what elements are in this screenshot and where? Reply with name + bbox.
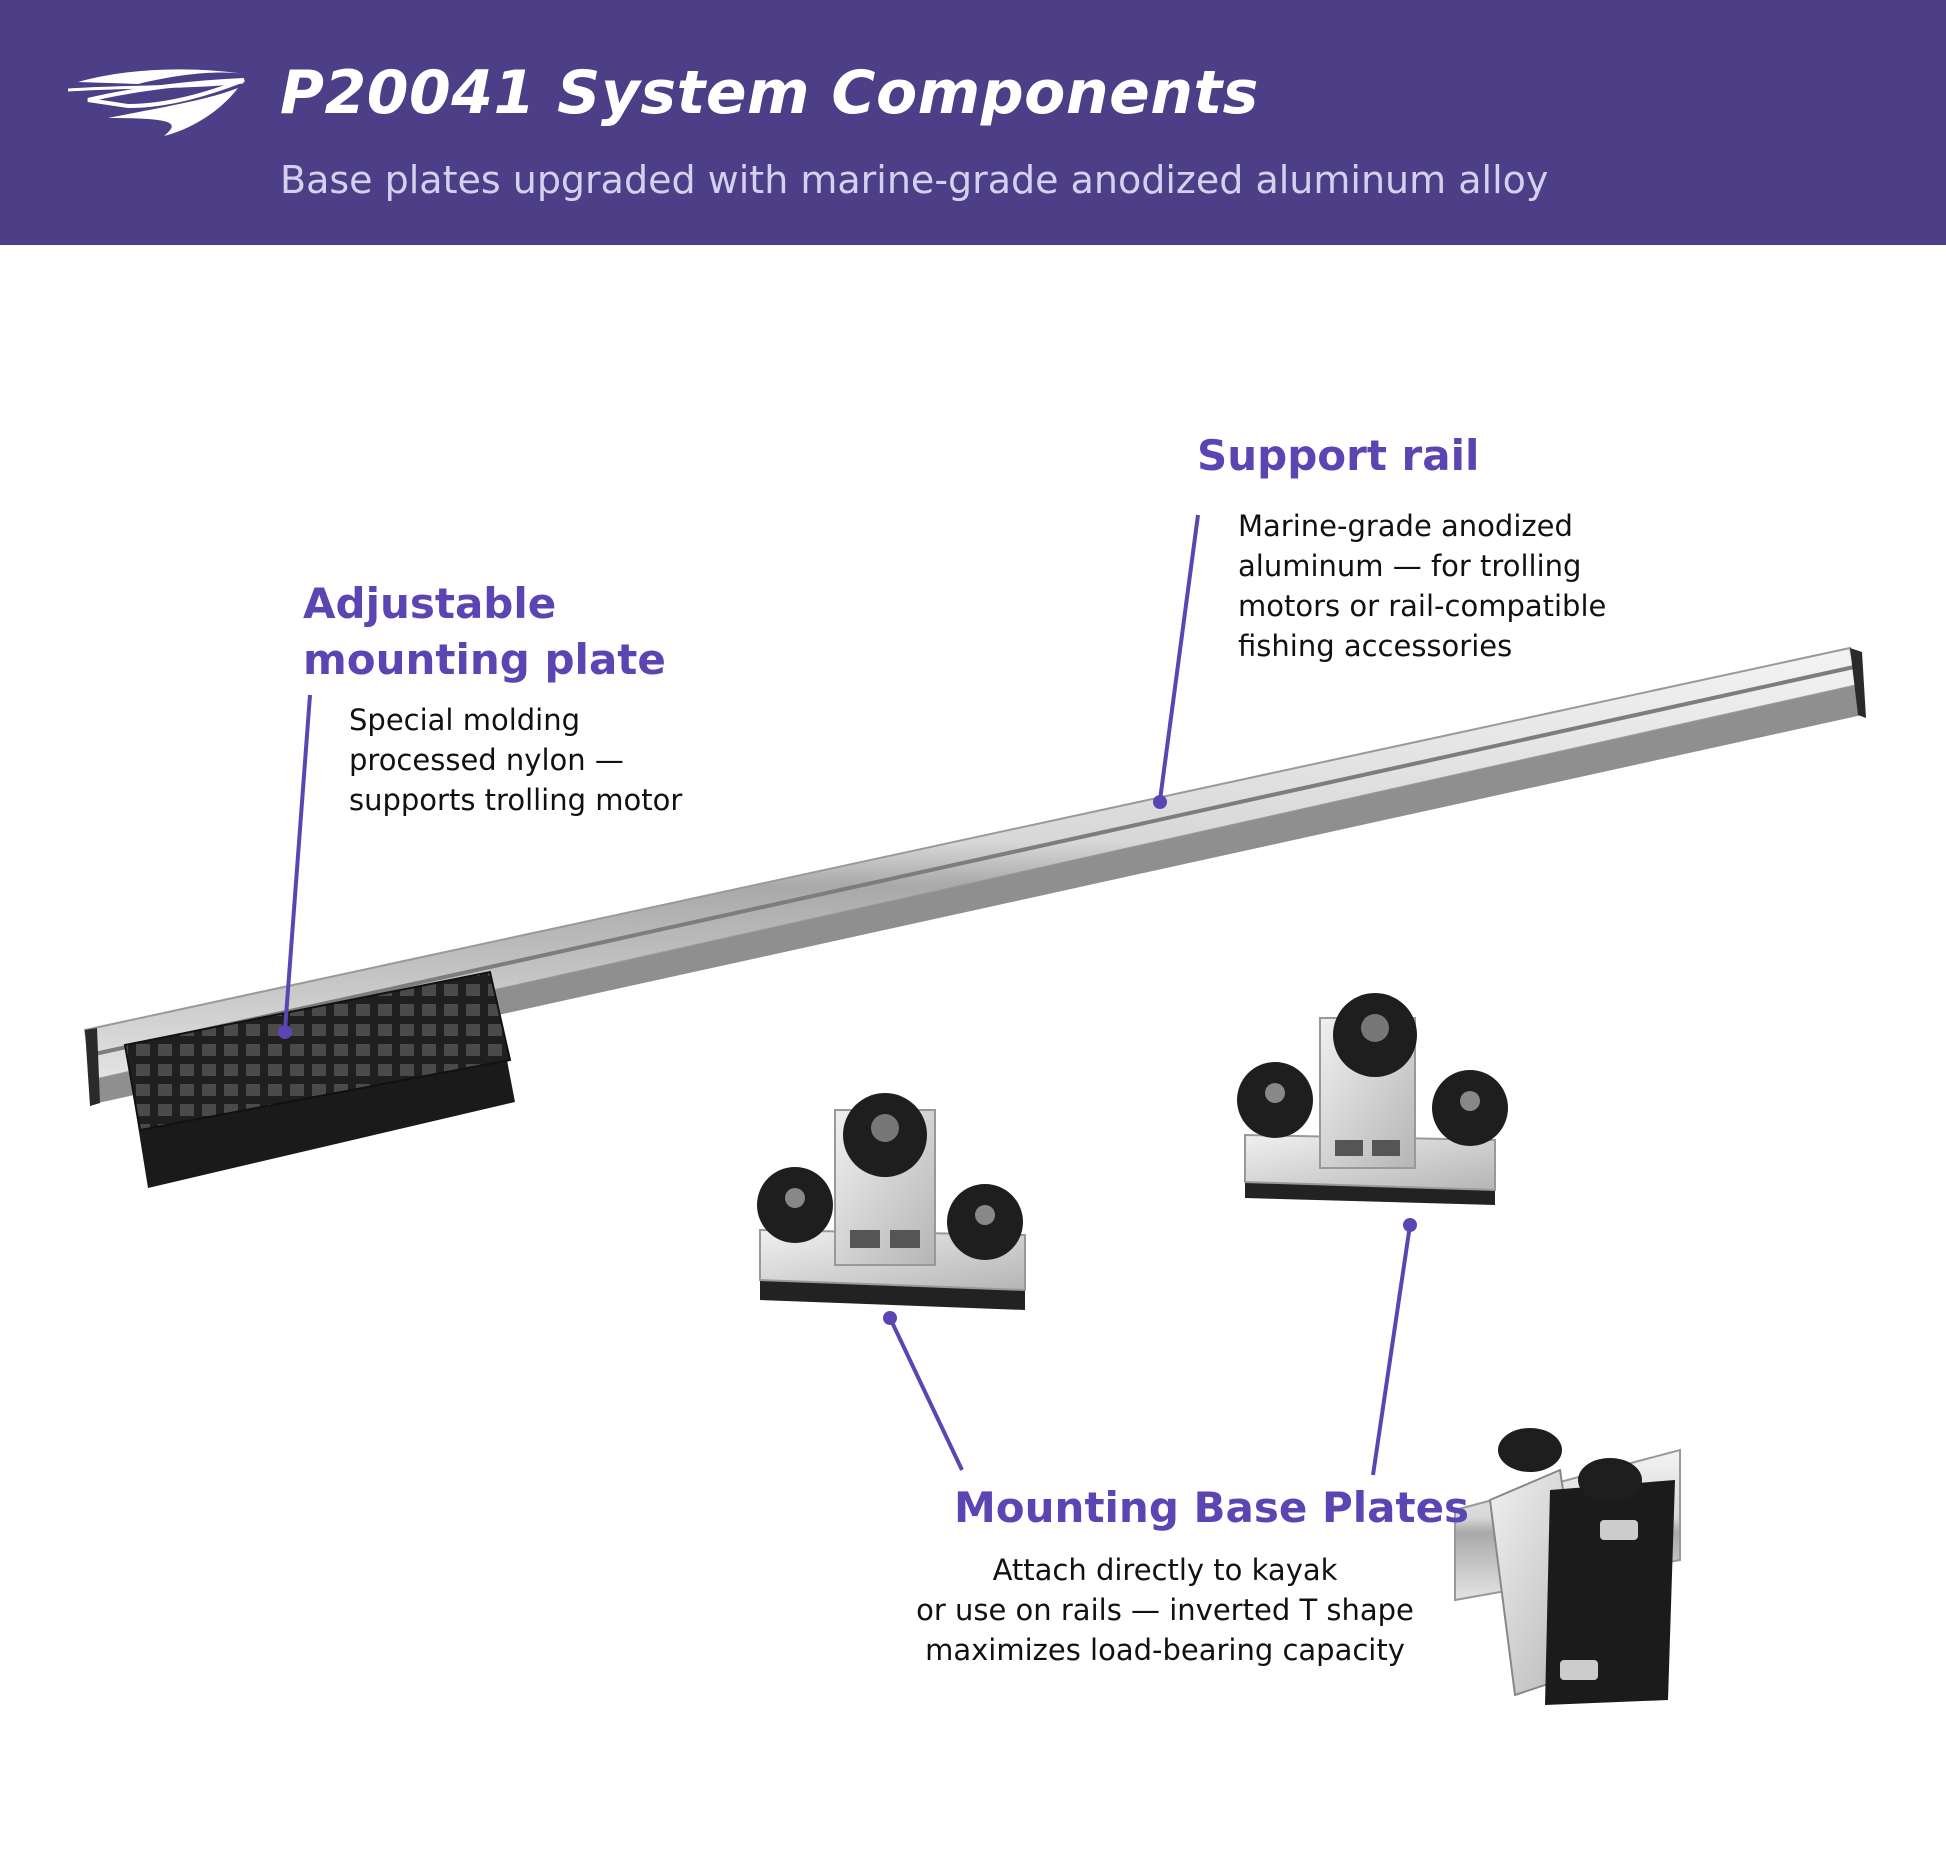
- mounting-plate-label-line1: Adjustable: [303, 579, 557, 628]
- mounting-plate-description: Special molding processed nylon — suppor…: [349, 703, 683, 817]
- support-rail-description: Marine-grade anodized aluminum — for tro…: [1238, 509, 1607, 663]
- callout-leaders: [278, 514, 1417, 1476]
- mounting-plate-label: Adjustable mounting plate: [303, 576, 666, 688]
- base-plate-right-image: [1237, 993, 1508, 1205]
- header-banner: P20041 System Components Base plates upg…: [0, 0, 1946, 245]
- mounting-plate-label-line2: mounting plate: [303, 635, 666, 684]
- base-plate-left-image: [757, 1093, 1026, 1310]
- support-rail-image: [83, 646, 1866, 1106]
- nylon-mounting-plate-image: [123, 970, 515, 1188]
- base-plates-description: Attach directly to kayak or use on rails…: [916, 1553, 1414, 1667]
- boat-wave-logo-icon: [68, 69, 246, 136]
- page-title: P20041 System Components: [280, 58, 1259, 128]
- base-plates-label: Mounting Base Plates: [954, 1483, 1470, 1532]
- support-rail-label: Support rail: [1197, 431, 1480, 480]
- page-subtitle: Base plates upgraded with marine-grade a…: [280, 158, 1549, 202]
- base-plate-on-rail-inset-image: [1454, 1428, 1681, 1705]
